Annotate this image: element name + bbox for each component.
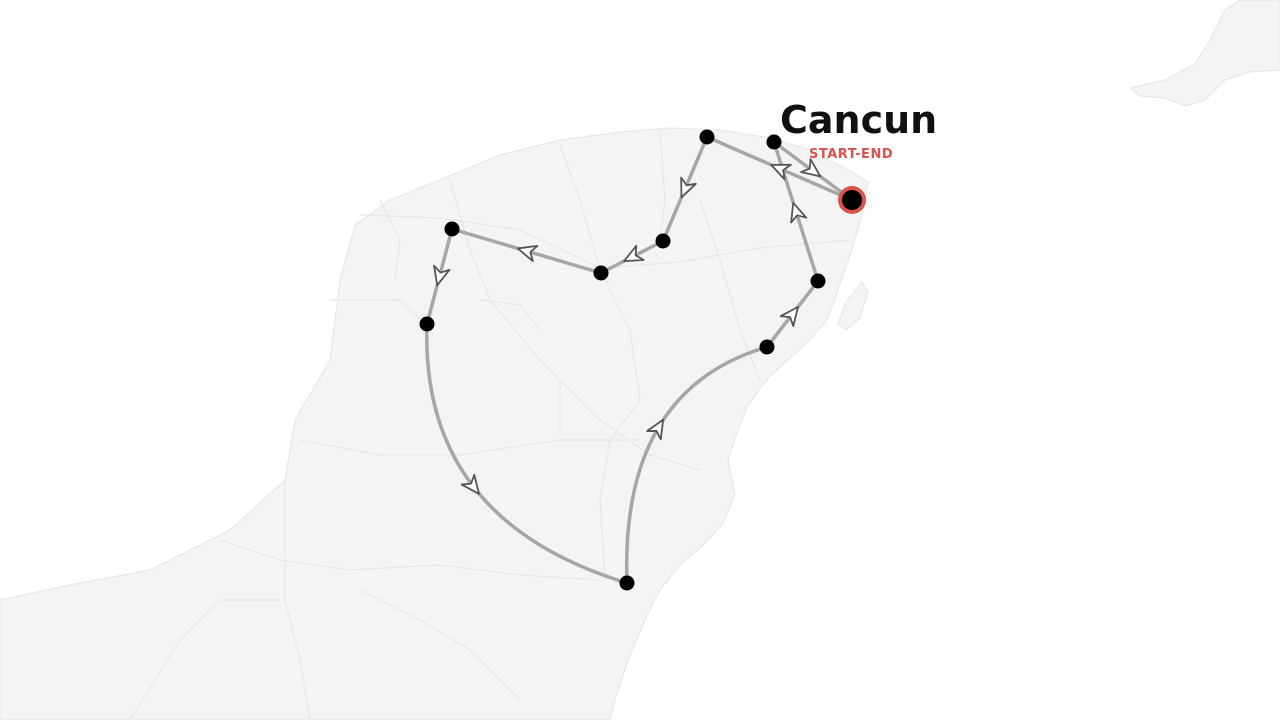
road <box>539 359 561 430</box>
road <box>559 144 601 271</box>
road <box>599 269 641 581</box>
road <box>299 439 640 456</box>
direction-arrow-icon <box>646 418 664 441</box>
road <box>284 480 311 720</box>
direction-arrow-icon <box>460 473 480 495</box>
direction-arrow-icon <box>680 176 697 199</box>
arrow-layer <box>433 158 822 495</box>
direction-arrow-icon <box>623 244 645 263</box>
start-city-label: Cancun <box>780 98 938 142</box>
direction-arrow-icon <box>779 305 799 327</box>
route-stop-marker[interactable] <box>419 316 435 332</box>
direction-arrow-icon <box>790 202 808 224</box>
direction-arrow-icon <box>770 163 792 181</box>
road <box>699 199 761 381</box>
road <box>359 589 521 701</box>
direction-arrow-icon <box>433 264 451 287</box>
route-stop-marker[interactable] <box>810 273 826 289</box>
road <box>129 599 280 720</box>
route-stop-marker[interactable] <box>655 233 671 249</box>
route-stop-marker[interactable] <box>444 221 460 237</box>
start-end-tag: START-END <box>809 147 894 162</box>
road-layer <box>129 129 851 720</box>
route-stop-marker[interactable] <box>619 575 635 591</box>
road <box>479 299 541 331</box>
start-end-marker[interactable] <box>842 190 862 210</box>
road <box>330 299 431 331</box>
route-stop-marker[interactable] <box>593 265 609 281</box>
peninsula-landmass <box>0 127 869 720</box>
direction-arrow-icon <box>800 158 822 178</box>
direction-arrow-icon <box>516 244 539 263</box>
island-northeast <box>1128 0 1280 107</box>
road <box>659 129 666 241</box>
stop-layer <box>419 129 866 591</box>
route-stop-marker[interactable] <box>766 134 782 150</box>
road <box>379 199 401 281</box>
route-stop-marker[interactable] <box>699 129 715 145</box>
road <box>219 539 601 581</box>
route-stop-marker[interactable] <box>759 339 775 355</box>
island-cozumel <box>837 281 869 331</box>
